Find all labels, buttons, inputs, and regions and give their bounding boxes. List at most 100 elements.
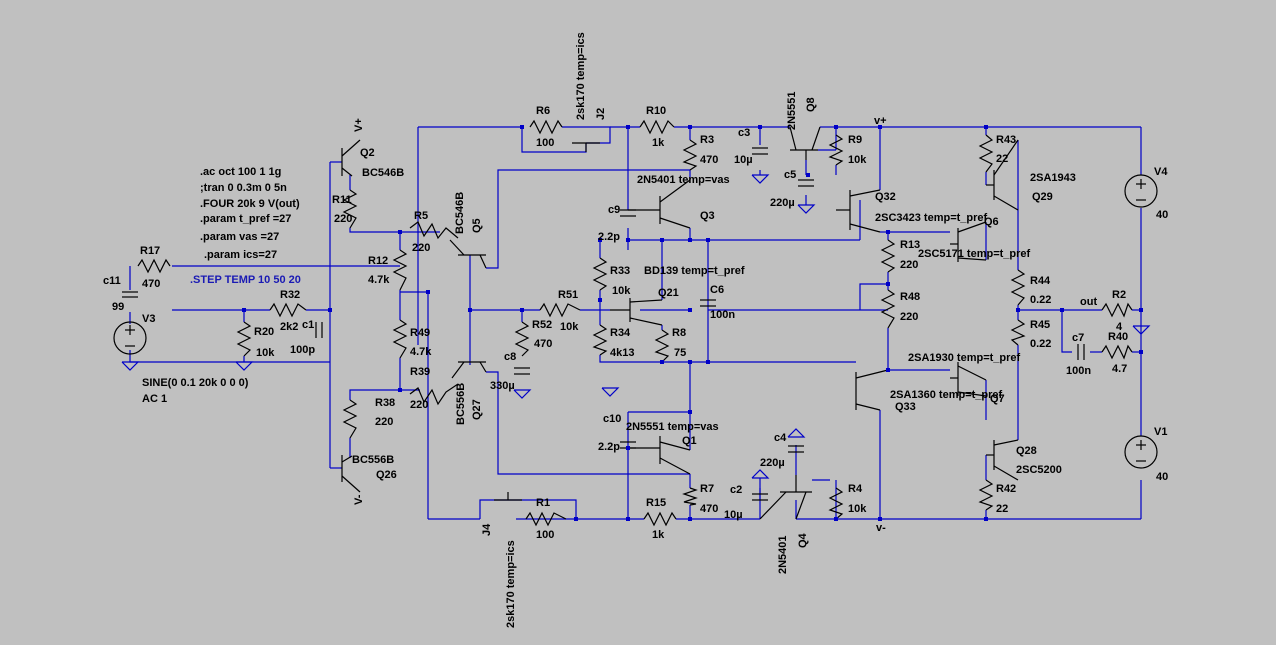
label-R52: R52: [532, 319, 552, 331]
label-c9: c9: [608, 204, 620, 216]
source-V1: [1124, 435, 1158, 469]
resistor-R43: [978, 134, 994, 173]
label-R43: R43: [996, 134, 1016, 146]
model-Q29: 2SA1943: [1030, 172, 1076, 184]
label-c7: c7: [1072, 332, 1084, 344]
resistor-R51: [539, 302, 581, 318]
label-Q28: Q28: [1016, 445, 1037, 457]
label-V3: V3: [142, 313, 155, 325]
capacitor-c9: [620, 209, 636, 217]
value-R51: 10k: [560, 321, 579, 333]
junction-dots: [242, 125, 1143, 521]
label-R8: R8: [672, 327, 686, 339]
net-vplus: V+: [353, 118, 365, 132]
model-Q1: 2N5551 temp=vas: [626, 421, 719, 433]
directive-four: .FOUR 20k 9 V(out): [200, 198, 300, 210]
value-R39: 220: [410, 399, 428, 411]
model-Q32: 2SC3423 temp=t_pref: [875, 212, 988, 224]
model-Q4: 2N5401: [777, 535, 789, 574]
label-R12: R12: [368, 255, 388, 267]
resistor-R4: [828, 487, 844, 520]
capacitor-c3: [752, 147, 768, 155]
resistor-R3: [682, 139, 698, 171]
value-R20: 10k: [256, 347, 275, 359]
capacitor-c5: [798, 179, 814, 187]
label-Q33: Q33: [895, 401, 916, 413]
label-Q4: Q4: [797, 532, 809, 548]
label-R17: R17: [140, 245, 160, 257]
transistor-Q7: [950, 362, 987, 397]
value-R42: 22: [996, 503, 1008, 515]
label-R5: R5: [414, 210, 428, 222]
value-c9: 2.2p: [598, 231, 620, 243]
label-Q32: Q32: [875, 191, 896, 203]
components: [113, 119, 1158, 527]
resistor-R34: [592, 324, 608, 356]
wires: [129, 126, 1142, 520]
resistor-R15: [643, 511, 677, 527]
label-V1: V1: [1154, 426, 1167, 438]
label-Q8: Q8: [805, 97, 817, 112]
value-R52: 470: [534, 338, 552, 350]
label-c3: c3: [738, 127, 750, 139]
resistor-R44: [1010, 269, 1026, 306]
label-R33: R33: [610, 265, 630, 277]
label-R48: R48: [900, 291, 920, 303]
transistor-Q29: [986, 139, 1019, 211]
resistor-R38: [342, 399, 358, 439]
value-R44: 0.22: [1030, 294, 1051, 306]
value-R15: 1k: [652, 529, 665, 541]
value-R17: 470: [142, 278, 160, 290]
value-R13: 220: [900, 259, 918, 271]
label-R45: R45: [1030, 319, 1050, 331]
jfet-J4: [494, 492, 522, 501]
transistor-Q2: [341, 139, 361, 177]
label-R11: R11: [332, 194, 352, 206]
jfet-J2: [572, 142, 600, 152]
value-R1: 100: [536, 529, 554, 541]
transistor-Q26: [341, 455, 361, 493]
label-c1: c1: [302, 319, 314, 331]
labels: .ac oct 100 1 1g ;tran 0 0.3m 0 5n .FOUR…: [103, 32, 1168, 628]
source-V3: [113, 321, 147, 355]
label-R40: R40: [1108, 331, 1128, 343]
value-c4: 220µ: [760, 457, 785, 469]
label-Q1: Q1: [682, 435, 697, 447]
capacitor-c1: [315, 322, 323, 338]
label-Q5: Q5: [471, 218, 483, 233]
value-R7: 470: [700, 503, 718, 515]
directive-param-ics: .param ics=27: [204, 249, 277, 261]
value-c3: 10µ: [734, 154, 753, 166]
label-R20: R20: [254, 326, 274, 338]
resistor-R45: [1010, 319, 1026, 346]
value-R10: 1k: [652, 137, 665, 149]
value-R40: 4.7: [1112, 363, 1127, 375]
value-R45: 0.22: [1030, 338, 1051, 350]
label-c8: c8: [504, 351, 516, 363]
capacitor-c2: [752, 493, 768, 501]
resistor-R48: [880, 289, 896, 329]
label-R2: R2: [1112, 289, 1126, 301]
value-R12: 4.7k: [368, 274, 390, 286]
label-c11: c11: [103, 275, 121, 287]
label-Q3: Q3: [700, 210, 715, 222]
capacitor-C6: [700, 299, 716, 307]
value-R33: 10k: [612, 285, 631, 297]
value-R34: 4k13: [610, 347, 634, 359]
directive-ac: .ac oct 100 1 1g: [200, 166, 281, 178]
label-Q26: Q26: [376, 469, 397, 481]
label-c4: c4: [774, 432, 787, 444]
value-c7: 100n: [1066, 365, 1091, 377]
value-C6: 100n: [710, 309, 735, 321]
value-R8: 75: [674, 347, 686, 359]
transistor-Q28: [986, 439, 1019, 481]
label-R9: R9: [848, 134, 862, 146]
model-J4: 2sk170 temp=ics: [505, 540, 517, 628]
label-R7: R7: [700, 483, 714, 495]
value-R38: 220: [375, 416, 393, 428]
model-Q3: 2N5401 temp=vas: [637, 174, 730, 186]
resistor-R32: [269, 302, 307, 318]
transistor-Q32: [836, 189, 881, 233]
capacitor-c4: [788, 445, 804, 453]
